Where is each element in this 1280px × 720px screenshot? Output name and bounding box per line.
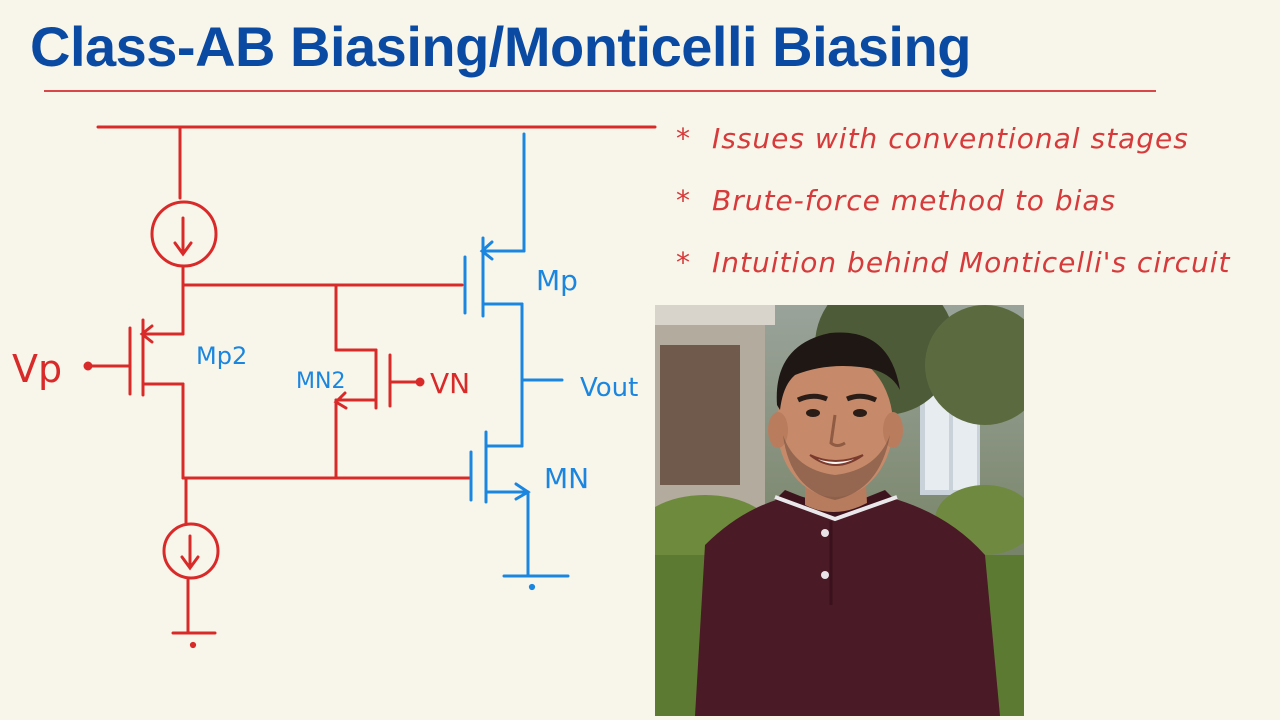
label-vn: VN (430, 367, 470, 400)
topic-text: Issues with conventional stages (712, 122, 1189, 155)
label-mp2: Mp2 (196, 342, 247, 370)
bullet-marker: * (676, 122, 691, 155)
topic-text: Brute-force method to bias (712, 184, 1117, 217)
bullet-marker: * (676, 246, 691, 279)
output-stage-blue (463, 132, 570, 591)
topic-item: * Issues with conventional stages (676, 122, 1231, 184)
topic-text: Intuition behind Monticelli's circuit (712, 246, 1231, 279)
circuit-diagram: Vp Mp2 MN2 VN Mp Vout MN (12, 125, 657, 649)
presenter-photo (655, 305, 1024, 716)
label-mn: MN (544, 462, 589, 495)
label-vp: Vp (12, 347, 62, 391)
topic-item: * Intuition behind Monticelli's circuit (676, 246, 1231, 308)
title-underline (44, 90, 1156, 92)
topic-list: * Issues with conventional stages * Brute-… (676, 122, 1231, 308)
bottom-current-source (162, 522, 220, 580)
bullet-marker: * (676, 184, 691, 217)
topic-item: * Brute-force method to bias (676, 184, 1231, 246)
label-mp: Mp (536, 264, 578, 297)
page-title: Class-AB Biasing/Monticelli Biasing (30, 15, 971, 78)
bias-circuit-red (83, 125, 657, 649)
label-vout: Vout (580, 373, 638, 403)
label-mn2: MN2 (296, 369, 345, 394)
